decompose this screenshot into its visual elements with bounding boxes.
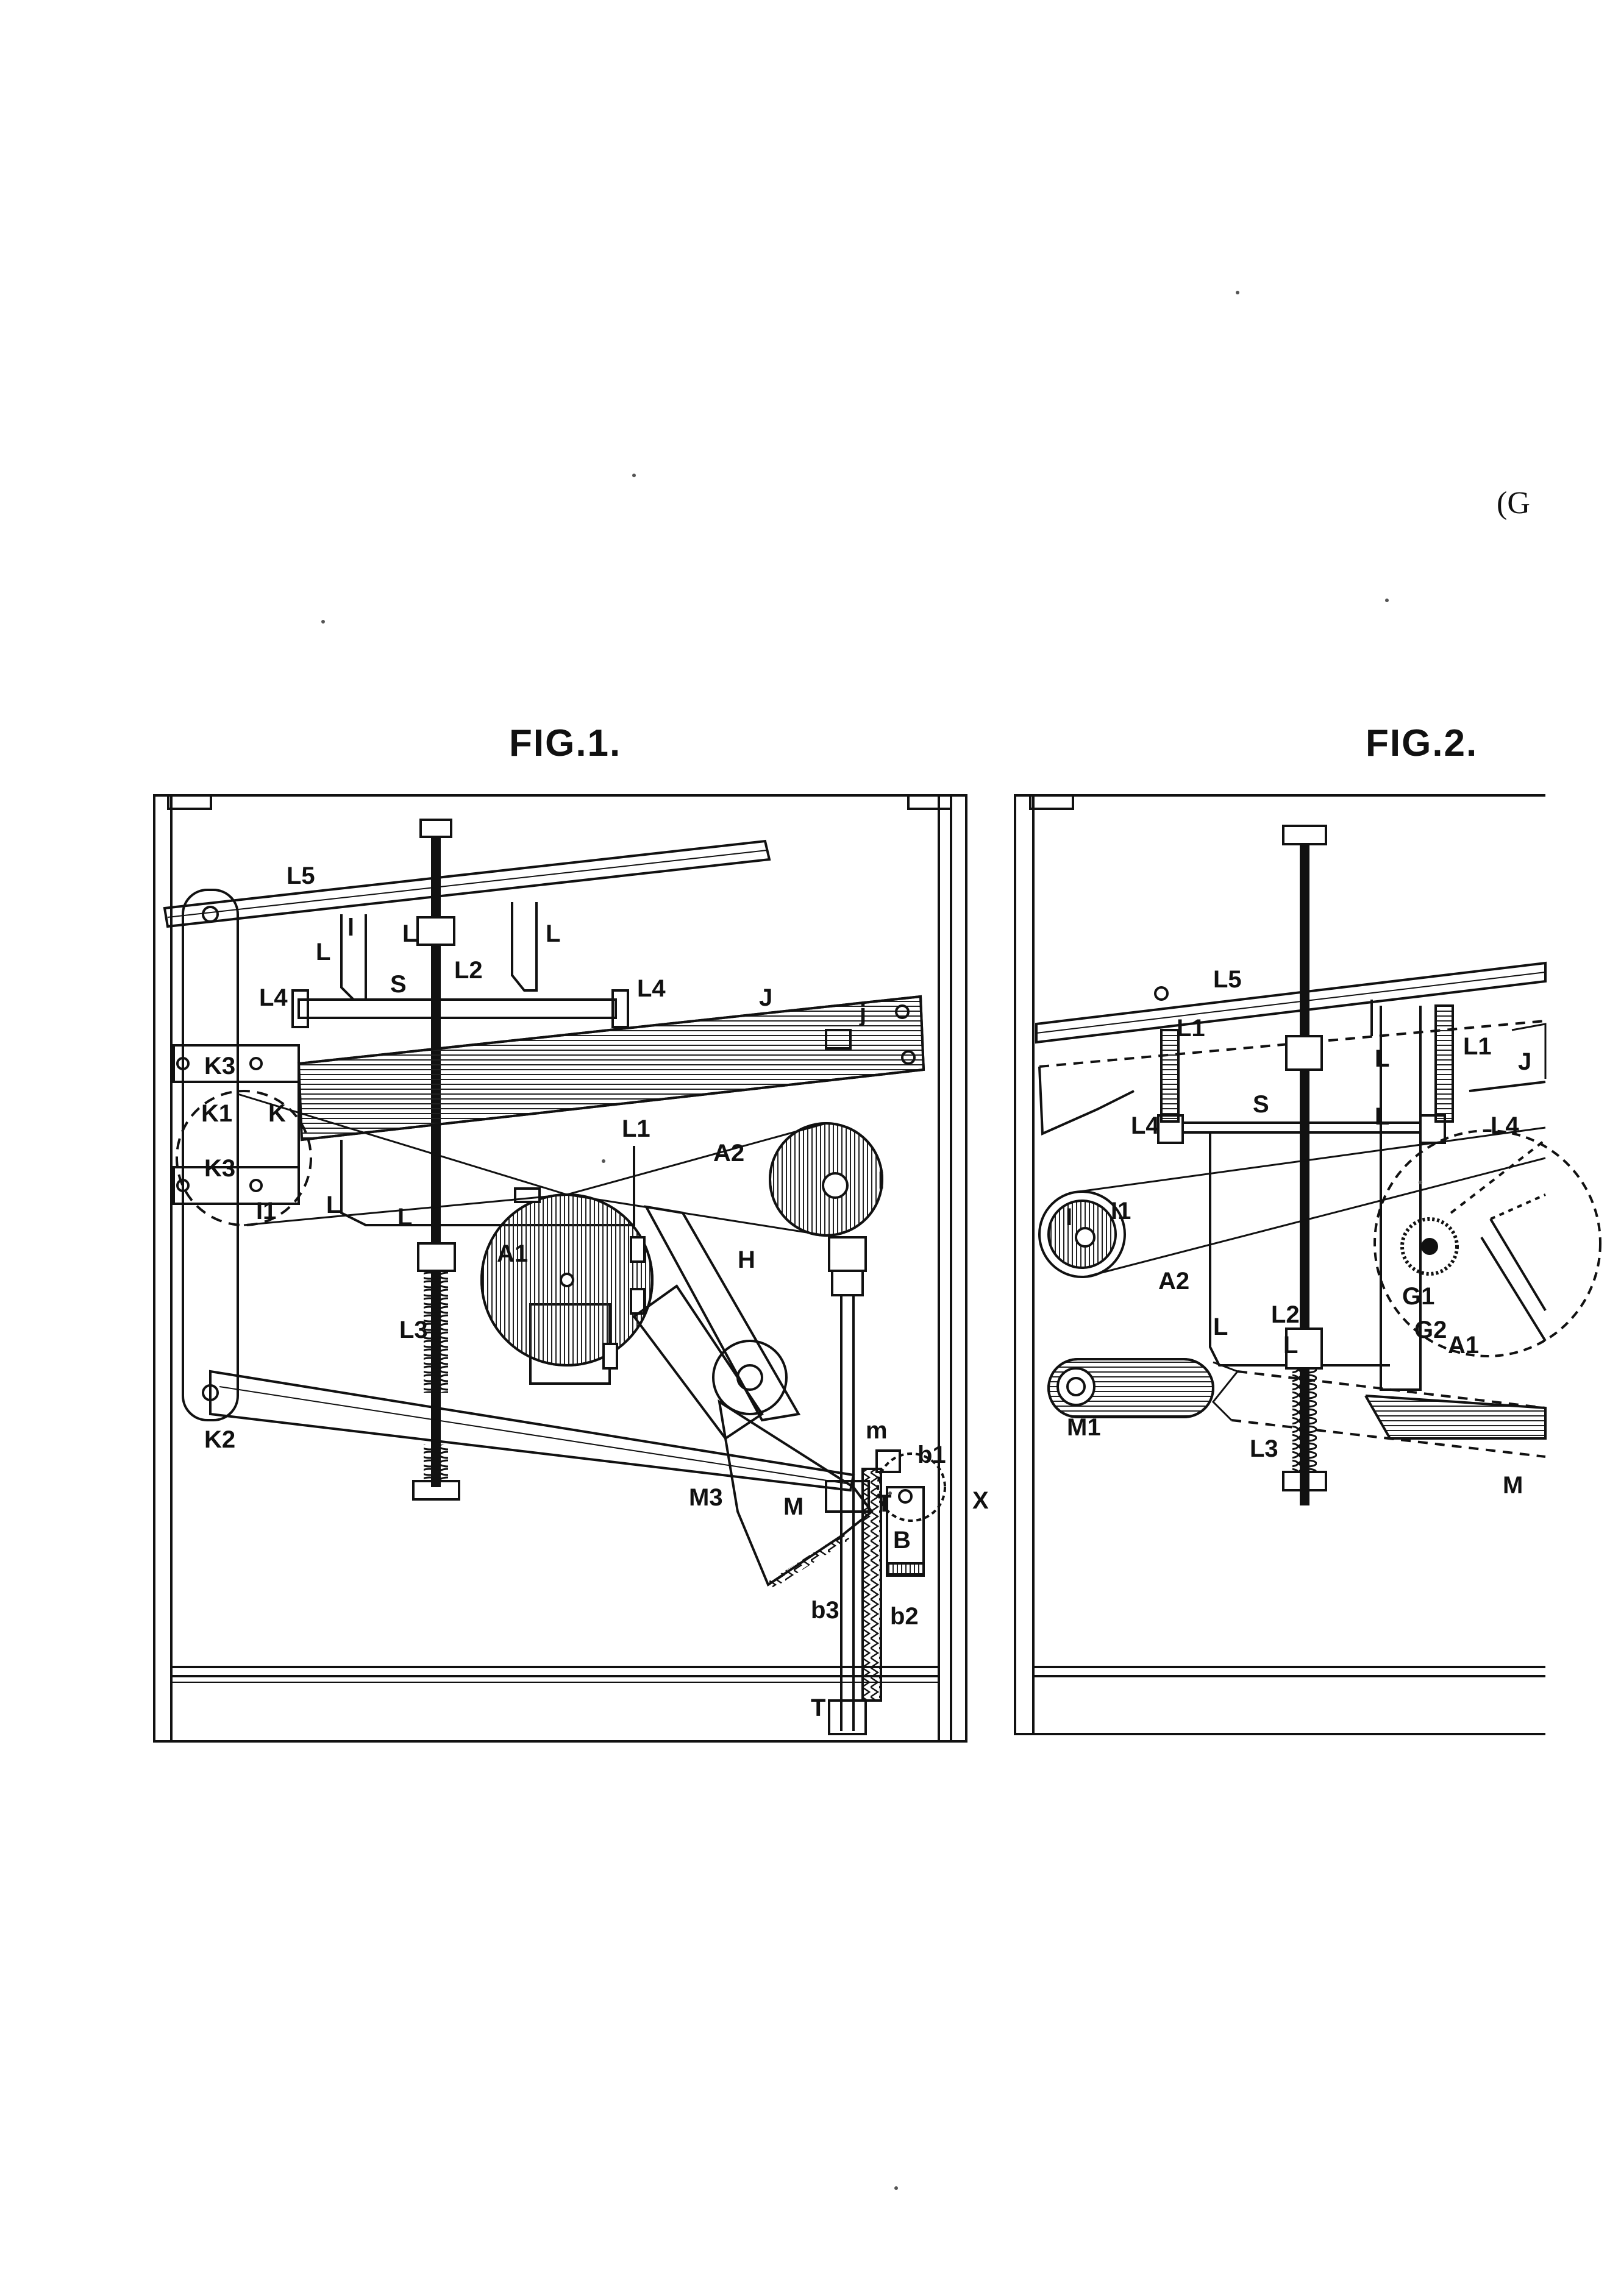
fig1-frame xyxy=(153,794,967,1743)
part-label: L xyxy=(1213,1313,1228,1340)
part-label: L2 xyxy=(454,957,483,984)
part-label: j xyxy=(859,1000,866,1026)
part-label: b2 xyxy=(890,1603,919,1630)
part-label: T xyxy=(811,1694,825,1721)
part-label: L5 xyxy=(287,862,315,889)
part-label: L4 xyxy=(1131,1112,1160,1139)
part-label: I xyxy=(1066,1204,1072,1231)
part-label: L xyxy=(1375,1045,1389,1072)
part-label: M xyxy=(783,1493,803,1520)
figure-1-title: FIG.1. xyxy=(509,722,621,764)
part-label: L4 xyxy=(259,984,288,1011)
part-label: K3 xyxy=(204,1053,235,1079)
figure-2-title: FIG.2. xyxy=(1366,722,1478,764)
side-label-x: X xyxy=(972,1487,989,1514)
part-label: L xyxy=(397,1204,412,1231)
part-label: L1 xyxy=(1463,1033,1492,1060)
part-label: l xyxy=(347,914,354,941)
part-label: L3 xyxy=(399,1317,428,1343)
part-label: J xyxy=(1518,1048,1531,1075)
part-label: B xyxy=(893,1527,911,1554)
part-label: A2 xyxy=(1158,1268,1189,1295)
part-label: L xyxy=(316,939,330,965)
part-label: J xyxy=(759,984,772,1011)
part-label: b1 xyxy=(917,1441,946,1468)
scan-specks xyxy=(321,291,1422,2190)
part-label: L1 xyxy=(1177,1015,1205,1042)
part-label: L xyxy=(1283,1332,1298,1359)
part-label: L xyxy=(402,920,417,947)
part-label: L4 xyxy=(1491,1112,1519,1139)
part-label: K1 xyxy=(201,1100,232,1127)
part-label: S xyxy=(1253,1091,1269,1118)
part-label: L xyxy=(1375,1103,1389,1130)
part-label: m xyxy=(866,1417,888,1444)
part-label: I1 xyxy=(1111,1198,1131,1224)
part-label: S xyxy=(390,971,407,998)
part-label: K2 xyxy=(204,1426,235,1453)
part-label: L3 xyxy=(1250,1435,1278,1462)
part-label: A1 xyxy=(1448,1332,1479,1359)
part-label: L xyxy=(546,920,560,947)
part-label: K3 xyxy=(204,1155,235,1182)
part-label: K xyxy=(268,1100,286,1127)
figure-2: FIG.2. xyxy=(1014,722,1601,1735)
part-label: L2 xyxy=(1271,1301,1300,1328)
part-label: L4 xyxy=(637,975,666,1002)
figure-1: FIG.1. xyxy=(153,722,967,1743)
part-label: M1 xyxy=(1067,1414,1101,1441)
part-label: L xyxy=(326,1192,341,1218)
part-label: H xyxy=(738,1246,755,1273)
corner-text: (G xyxy=(1497,486,1530,521)
part-label: L5 xyxy=(1213,966,1242,993)
part-label: A1 xyxy=(497,1240,528,1267)
part-label: M xyxy=(1503,1472,1523,1499)
part-label: I xyxy=(878,1167,885,1194)
part-label: L1 xyxy=(622,1115,650,1142)
part-label: A2 xyxy=(713,1140,744,1167)
part-label: G1 xyxy=(1402,1283,1434,1310)
part-label: G2 xyxy=(1414,1317,1447,1343)
part-label: M3 xyxy=(689,1484,723,1511)
part-label: b3 xyxy=(811,1597,839,1624)
part-label: I1 xyxy=(256,1198,276,1224)
